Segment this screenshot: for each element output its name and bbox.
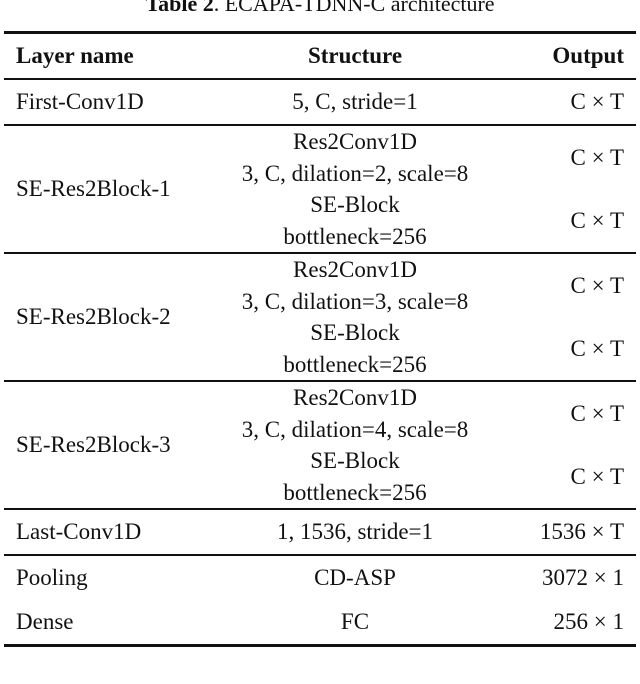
output-line: C × T xyxy=(570,145,624,170)
layer-structure: 5, C, stride=1 xyxy=(228,79,482,126)
structure-line: Res2Conv1D xyxy=(293,257,417,282)
layer-output: C × T C × T xyxy=(482,253,636,382)
layer-output: C × T xyxy=(482,79,636,126)
table-header: Layer name Structure Output xyxy=(4,31,636,80)
table-caption: Table 2. ECAPA-TDNN-C architecture xyxy=(0,0,640,17)
layer-output: 3072 × 1 xyxy=(542,565,624,591)
table-row: Dense FC 256 × 1 xyxy=(4,600,636,647)
layer-name: First-Conv1D xyxy=(4,79,228,126)
table-row: SE-Res2Block-3 Res2Conv1D 3, C, dilation… xyxy=(4,381,636,510)
header-output: Output xyxy=(482,31,636,80)
layer-name: SE-Res2Block-3 xyxy=(4,381,228,510)
header-layer-name: Layer name xyxy=(4,31,228,80)
layer-structure: 1, 1536, stride=1 xyxy=(228,509,482,556)
layer-name: Dense xyxy=(4,600,228,647)
layer-structure: FC xyxy=(228,600,482,647)
structure-line: 3, C, dilation=2, scale=8 xyxy=(241,160,469,186)
layer-name: Pooling xyxy=(16,565,88,591)
table-caption-label: Table 2 xyxy=(145,0,214,16)
table-row: SE-Res2Block-2 Res2Conv1D 3, C, dilation… xyxy=(4,253,636,382)
table-caption-text: . ECAPA-TDNN-C architecture xyxy=(213,0,495,16)
layer-name: SE-Res2Block-2 xyxy=(4,253,228,382)
output-line: C × T xyxy=(570,336,624,361)
table-body: First-Conv1D 5, C, stride=1 C × T SE-Res… xyxy=(4,79,636,647)
structure-line: bottleneck=256 xyxy=(283,223,427,249)
layer-structure: Res2Conv1D 3, C, dilation=3, scale=8 SE-… xyxy=(228,253,482,382)
layer-output: C × T C × T xyxy=(482,381,636,510)
output-line: C × T xyxy=(570,208,624,233)
output-line: C × T xyxy=(570,273,624,298)
table-row: SE-Res2Block-1 Res2Conv1D 3, C, dilation… xyxy=(4,125,636,254)
layer-output: 256 × 1 xyxy=(482,600,636,647)
layer-structure: Res2Conv1D 3, C, dilation=2, scale=8 SE-… xyxy=(228,125,482,254)
header-row: Layer name Structure Output xyxy=(4,31,636,80)
structure-line: bottleneck=256 xyxy=(283,351,427,377)
output-line: C × T xyxy=(570,464,624,489)
header-structure: Structure xyxy=(228,31,482,80)
architecture-table: Layer name Structure Output First-Conv1D… xyxy=(4,31,636,647)
structure-line: 3, C, dilation=3, scale=8 xyxy=(241,288,469,314)
layer-name: Last-Conv1D xyxy=(4,509,228,556)
structure-line: 3, C, dilation=4, scale=8 xyxy=(241,416,469,442)
layer-structure: Res2Conv1D 3, C, dilation=4, scale=8 SE-… xyxy=(228,381,482,510)
layer-output: C × T C × T xyxy=(482,125,636,254)
structure-line: SE-Block xyxy=(310,320,400,345)
table-row: Pooling CD-ASP 3072 × 1 xyxy=(4,555,636,600)
layer-output: 1536 × T xyxy=(482,509,636,556)
table-row: First-Conv1D 5, C, stride=1 C × T xyxy=(4,79,636,126)
structure-line: Res2Conv1D xyxy=(293,129,417,154)
structure-line: Res2Conv1D xyxy=(293,385,417,410)
structure-line: SE-Block xyxy=(310,448,400,473)
output-line: C × T xyxy=(570,401,624,426)
structure-line: bottleneck=256 xyxy=(283,479,427,505)
layer-structure: CD-ASP xyxy=(314,565,396,591)
structure-line: SE-Block xyxy=(310,192,400,217)
table-row: Last-Conv1D 1, 1536, stride=1 1536 × T xyxy=(4,509,636,556)
layer-name: SE-Res2Block-1 xyxy=(4,125,228,254)
